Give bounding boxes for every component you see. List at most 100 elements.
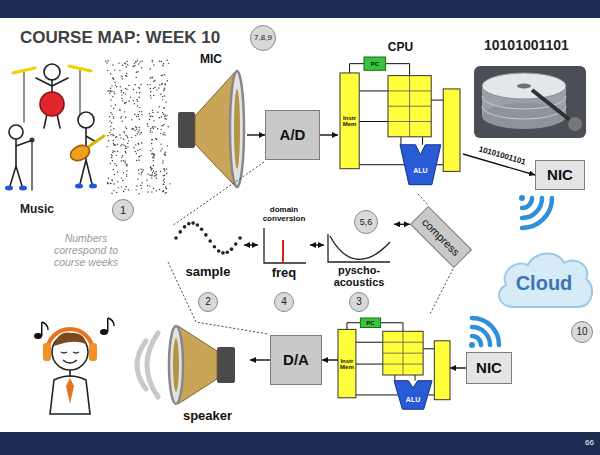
sound-wave-dots xyxy=(128,101,129,102)
listener-illustration xyxy=(42,322,48,330)
sound-wave-dots xyxy=(141,61,142,62)
sound-wave-dots xyxy=(127,137,128,138)
footer-bar xyxy=(0,432,600,455)
sound-wave-dots xyxy=(153,120,154,121)
sample-dots xyxy=(183,225,187,229)
microphone-illustration xyxy=(178,112,195,148)
sound-wave-dots xyxy=(165,186,166,187)
sound-wave-dots xyxy=(110,134,111,135)
processor-drawing xyxy=(383,364,423,365)
sound-wave-dots xyxy=(160,150,161,151)
processor-drawing xyxy=(381,323,403,332)
processor-drawing xyxy=(428,394,434,395)
sound-wave-dots xyxy=(150,77,151,78)
sound-wave-dots xyxy=(161,125,162,126)
sample-dots xyxy=(221,251,225,255)
sound-wave-dots xyxy=(168,126,169,127)
network-card-box: NIC xyxy=(535,160,585,190)
sound-wave-dots xyxy=(109,120,110,121)
sound-wave-dots xyxy=(163,113,164,114)
text-holder: Instr Mem xyxy=(338,329,356,397)
sound-wave-dots xyxy=(159,84,160,85)
sound-wave-dots xyxy=(123,172,124,173)
sound-wave-dots xyxy=(125,146,126,147)
note-text: Numbers correspond to course weeks xyxy=(40,232,132,268)
sound-wave-dots xyxy=(165,192,166,193)
sound-wave-dots xyxy=(121,177,122,178)
processor-drawing xyxy=(383,353,423,354)
band-illustration xyxy=(10,139,30,186)
sound-wave-dots xyxy=(158,87,159,88)
sound-wave-dots xyxy=(113,77,114,78)
sound-wave-dots xyxy=(138,129,139,130)
sample-dots xyxy=(178,230,182,234)
sound-wave-dots xyxy=(141,188,142,189)
sound-wave-dots xyxy=(123,139,124,140)
band-illustration xyxy=(9,125,23,139)
sound-wave-dots xyxy=(116,165,117,166)
sound-wave-dots xyxy=(134,114,135,115)
sample-dots xyxy=(213,245,217,249)
sound-wave-dots xyxy=(146,180,147,181)
sound-wave-dots xyxy=(131,128,132,129)
processor-drawing xyxy=(340,73,359,169)
speaker-illustration xyxy=(217,347,235,383)
page-number: 66 xyxy=(560,438,594,447)
sound-wave-dots xyxy=(114,174,115,175)
sound-wave-dots xyxy=(164,182,165,183)
sound-wave-dots xyxy=(114,151,115,152)
sound-wave-dots xyxy=(139,156,140,157)
processor-drawing xyxy=(388,76,431,137)
band-illustration xyxy=(36,78,68,128)
sound-wave-dots xyxy=(166,188,167,189)
sound-wave-dots xyxy=(132,66,133,67)
sound-wave-dots xyxy=(125,93,126,94)
callout-number: 1 xyxy=(120,205,126,216)
sound-wave-dots xyxy=(166,118,167,119)
connector-arrow xyxy=(250,359,270,360)
listener-illustration xyxy=(107,318,109,332)
sound-wave-dots xyxy=(164,95,165,96)
sound-wave-dots xyxy=(157,112,158,113)
sound-wave-dots xyxy=(121,160,122,161)
sound-wave-dots xyxy=(107,90,108,91)
sound-wave-dots xyxy=(166,173,167,174)
sound-wave-dots xyxy=(121,75,122,76)
sound-wave-dots xyxy=(123,191,124,192)
sound-wave-dots xyxy=(138,169,139,170)
sound-wave-dots xyxy=(138,63,139,64)
processor-drawing xyxy=(388,121,431,122)
sound-wave-dots xyxy=(128,140,129,141)
title-holder: COURSE MAP: WEEK 10 xyxy=(20,28,220,48)
sound-wave-dots xyxy=(136,72,137,73)
sound-wave-dots xyxy=(153,154,154,155)
connector-arrow xyxy=(394,224,410,225)
sound-wave-dots xyxy=(152,126,153,127)
band-illustration xyxy=(19,186,27,191)
alu-label: ALU xyxy=(413,167,427,174)
sound-wave-dots xyxy=(153,165,154,166)
sound-wave-dots xyxy=(161,143,162,144)
listener-illustration xyxy=(89,343,97,361)
speaker-illustration xyxy=(169,326,235,404)
sound-wave-dots xyxy=(140,185,141,186)
sound-wave-dots xyxy=(162,184,163,185)
processor-drawing xyxy=(400,145,441,185)
sound-wave-dots xyxy=(134,130,135,131)
sound-wave-dots xyxy=(155,171,156,172)
masking-curve xyxy=(328,234,390,262)
sound-wave-dots xyxy=(136,129,137,130)
memory-label: Instr Mem xyxy=(338,358,356,370)
sound-wave-dots xyxy=(124,189,125,190)
sound-wave-dots xyxy=(107,135,108,136)
sound-wave-dots xyxy=(162,191,163,192)
sound-wave-dots xyxy=(147,84,148,85)
listener-illustration xyxy=(100,329,108,335)
sound-wave-dots xyxy=(165,154,166,155)
sound-wave-dots xyxy=(107,183,108,184)
sound-wave-dots xyxy=(163,169,164,170)
sound-wave-dots xyxy=(114,93,115,94)
sound-wave-dots xyxy=(116,192,117,193)
sound-wave-dots xyxy=(138,97,139,98)
